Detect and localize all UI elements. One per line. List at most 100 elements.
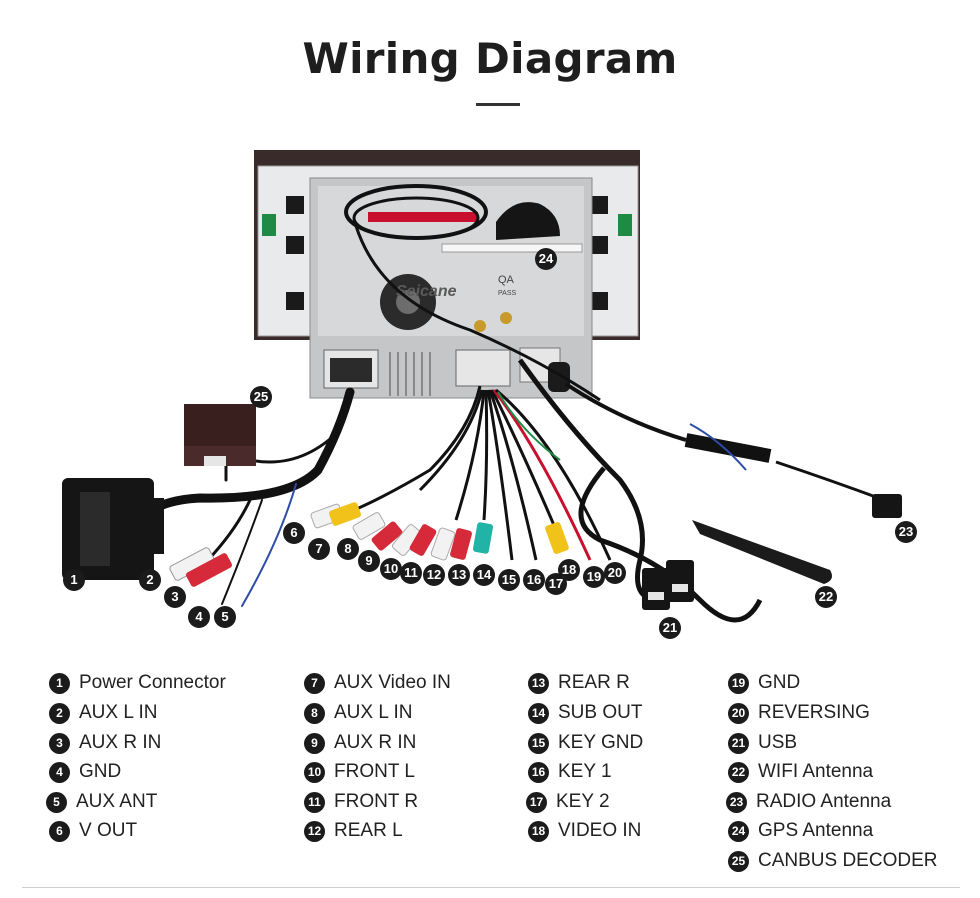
legend-number: 13: [528, 672, 549, 694]
callout-16: 16: [523, 569, 545, 591]
legend-item: 23 RADIO Antenna: [726, 790, 891, 814]
pass-label: PASS: [498, 290, 516, 297]
radio-antenna: [564, 382, 885, 502]
callout-15: 15: [498, 569, 520, 591]
legend-label: AUX L IN: [334, 702, 413, 723]
legend-number: 15: [528, 732, 549, 754]
legend-label: GPS Antenna: [758, 820, 874, 841]
callout-5: 5: [214, 606, 236, 628]
legend-item: 17 KEY 2: [526, 790, 610, 814]
legend-number: 4: [49, 761, 70, 783]
title-underline: [476, 103, 520, 106]
legend-item: 10 FRONT L: [304, 760, 415, 784]
legend-number: 19: [728, 672, 749, 694]
legend-number: 24: [728, 820, 749, 842]
legend-label: RADIO Antenna: [756, 791, 892, 812]
legend-item: 16 KEY 1: [528, 760, 612, 784]
legend-label: AUX Video IN: [334, 672, 451, 693]
aux-rca-pair: [169, 547, 233, 587]
legend-number: 1: [49, 672, 70, 694]
legend-number: 17: [526, 791, 547, 813]
legend-label: KEY 2: [556, 791, 610, 812]
legend-number: 22: [728, 761, 749, 783]
legend-number: 5: [46, 791, 67, 813]
legend-label: GND: [758, 672, 801, 693]
canbus-decoder-box: [184, 404, 256, 466]
legend-label: WIFI Antenna: [758, 761, 874, 782]
legend-number: 9: [304, 732, 325, 754]
usb-plugs: [642, 560, 694, 610]
legend-label: KEY GND: [558, 732, 644, 753]
legend-number: 7: [304, 672, 325, 694]
callout-21: 21: [659, 617, 681, 639]
legend-item: 20 REVERSING: [728, 701, 870, 725]
legend-item: 22 WIFI Antenna: [728, 760, 873, 784]
callout-18: 18: [558, 559, 580, 581]
legend-number: 10: [304, 761, 325, 783]
legend-number: 16: [528, 761, 549, 783]
legend-label: AUX R IN: [79, 732, 162, 753]
legend-label: VIDEO IN: [558, 820, 642, 841]
legend-label: GND: [79, 761, 122, 782]
callout-22: 22: [815, 586, 837, 608]
wifi-antenna: [692, 520, 832, 584]
legend-label: REAR L: [334, 820, 403, 841]
legend-number: 14: [528, 702, 549, 724]
gps-antenna: [344, 184, 601, 402]
legend-label: SUB OUT: [558, 702, 643, 723]
legend-item: 7 AUX Video IN: [304, 671, 451, 695]
callout-1: 1: [63, 569, 85, 591]
callout-13: 13: [448, 564, 470, 586]
callout-14: 14: [473, 564, 495, 586]
legend-number: 18: [528, 820, 549, 842]
power-harness: [135, 387, 355, 607]
legend-item: 5 AUX ANT: [46, 790, 157, 814]
callout-4: 4: [188, 606, 210, 628]
callout-2: 2: [139, 569, 161, 591]
legend-label: FRONT R: [334, 791, 419, 812]
legend-label: KEY 1: [558, 761, 612, 782]
legend-label: Power Connector: [79, 672, 226, 693]
usb-cable: [517, 358, 763, 623]
brand-logo: Seicane: [396, 283, 457, 300]
callout-19: 19: [583, 566, 605, 588]
callout-10: 10: [380, 558, 402, 580]
legend-item: 4 GND: [49, 760, 121, 784]
rca-harness: [339, 385, 612, 561]
legend-label: REVERSING: [758, 702, 870, 723]
callout-6: 6: [283, 522, 305, 544]
legend-item: 14 SUB OUT: [528, 701, 642, 725]
legend-label: FRONT L: [334, 761, 415, 782]
page-title: Wiring Diagram: [302, 34, 678, 83]
legend-item: 19 GND: [728, 671, 800, 695]
legend-label: AUX ANT: [76, 791, 158, 812]
legend-number: 20: [728, 702, 749, 724]
legend-number: 8: [304, 702, 325, 724]
callout-23: 23: [895, 521, 917, 543]
legend-number: 11: [304, 791, 325, 813]
legend-item: 18 VIDEO IN: [528, 819, 641, 843]
legend-label: AUX L IN: [79, 702, 158, 723]
legend-label: V OUT: [79, 820, 138, 841]
legend-item: 15 KEY GND: [528, 731, 643, 755]
callout-11: 11: [400, 562, 422, 584]
legend-label: CANBUS DECODER: [758, 850, 938, 871]
legend-label: REAR R: [558, 672, 630, 693]
qa-label: QA: [498, 274, 515, 286]
legend-item: 13 REAR R: [528, 671, 630, 695]
legend-item: 8 AUX L IN: [304, 701, 413, 725]
callout-9: 9: [358, 550, 380, 572]
callout-8: 8: [337, 538, 359, 560]
legend-number: 23: [726, 791, 747, 813]
bottom-divider: [22, 887, 960, 888]
legend-item: 24 GPS Antenna: [728, 819, 873, 843]
power-connector: [62, 478, 164, 580]
